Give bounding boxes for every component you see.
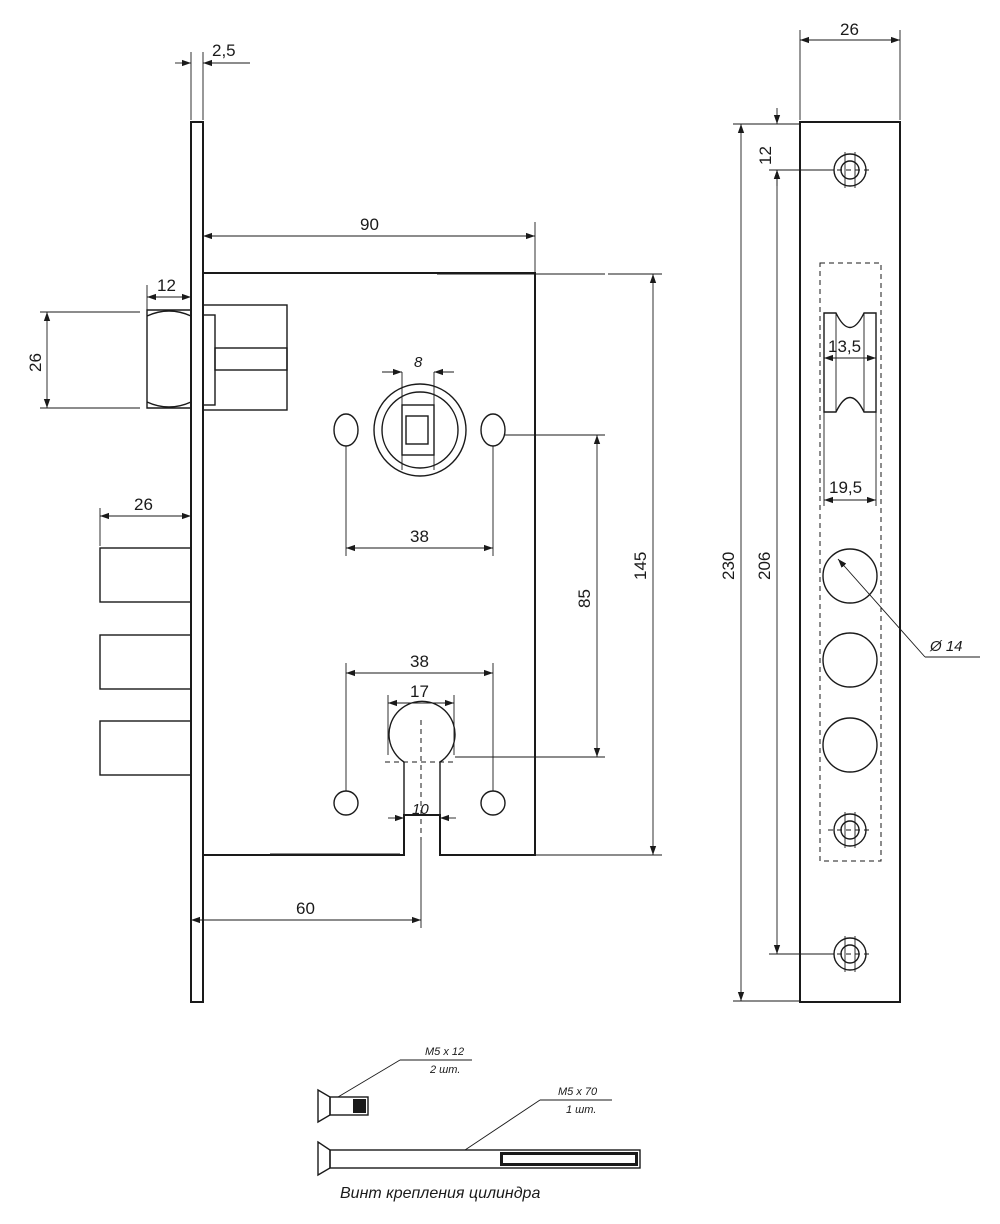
dead-bolt-2 xyxy=(99,634,192,690)
bolt-hole-1 xyxy=(822,548,878,604)
dim-spindle-screw-spacing: 38 xyxy=(410,527,429,546)
dim-spindle-square: 8 xyxy=(414,354,423,371)
short-screw: M5 x 12 2 шт. xyxy=(317,1046,472,1124)
handle-screw-hole-left xyxy=(333,413,359,447)
dim-cylinder-width: 17 xyxy=(410,682,429,701)
dim-faceplate-thickness: 2,5 xyxy=(212,41,236,60)
lock-case xyxy=(203,272,536,856)
strike-screw-hole-top xyxy=(828,152,872,188)
latch-window xyxy=(823,312,877,413)
dim-latch-height: 26 xyxy=(26,353,45,372)
strike-plate-view: 26 12 206 230 13,5 19,5 Ø 14 xyxy=(719,20,980,1003)
long-screw-qty: 1 шт. xyxy=(566,1104,596,1116)
dim-bolt-throw: 26 xyxy=(134,495,153,514)
spindle-hub xyxy=(373,372,467,477)
faceplate xyxy=(190,121,204,1003)
short-screw-size: M5 x 12 xyxy=(425,1046,464,1058)
dim-strike-screw-offset: 12 xyxy=(756,146,775,165)
dim-backset: 60 xyxy=(296,899,315,918)
dim-body-height: 145 xyxy=(631,552,650,580)
handle-screw-hole-right xyxy=(480,413,506,447)
dim-latch-depth: 12 xyxy=(157,276,176,295)
screws-caption: Винт крепления цилиндра xyxy=(340,1185,540,1202)
long-screw-size: M5 x 70 xyxy=(558,1086,598,1098)
bolt-hole-3 xyxy=(822,717,878,773)
dim-cylinder-slot: 10 xyxy=(412,801,429,818)
dead-bolts xyxy=(99,547,192,776)
cylinder-screws: M5 x 12 2 шт. M5 x 70 1 шт. Винт креплен… xyxy=(317,1046,641,1202)
long-screw: M5 x 70 1 шт. xyxy=(317,1086,641,1177)
dim-strike-width: 26 xyxy=(840,20,859,39)
dead-bolt-1 xyxy=(99,547,192,603)
dim-strike-latch-hole: 13,5 xyxy=(828,337,861,356)
strike-screw-hole-bottom xyxy=(828,936,872,972)
lock-body-view: 2,5 90 12 26 26 8 38 38 xyxy=(26,41,662,1003)
cylinder-profile xyxy=(388,700,456,815)
cylinder-screw-hole-right xyxy=(480,790,506,816)
dim-bolt-hole-diameter: Ø 14 xyxy=(929,638,963,655)
strike-plate xyxy=(799,121,901,1003)
dim-center-distance: 85 xyxy=(575,589,594,608)
dim-body-width: 90 xyxy=(360,215,379,234)
latch-bolt xyxy=(146,304,288,411)
cylinder-screw-hole-left xyxy=(333,790,359,816)
strike-mortise-zone xyxy=(819,262,882,862)
dim-cylinder-screw-spacing: 38 xyxy=(410,652,429,671)
short-screw-qty: 2 шт. xyxy=(429,1064,460,1076)
dim-strike-screw-spacing: 206 xyxy=(755,552,774,580)
dim-strike-latch-window: 19,5 xyxy=(829,478,862,497)
bolt-hole-2 xyxy=(822,632,878,688)
dim-strike-length: 230 xyxy=(719,552,738,580)
dead-bolt-3 xyxy=(99,720,192,776)
strike-screw-hole-mid xyxy=(828,812,872,848)
